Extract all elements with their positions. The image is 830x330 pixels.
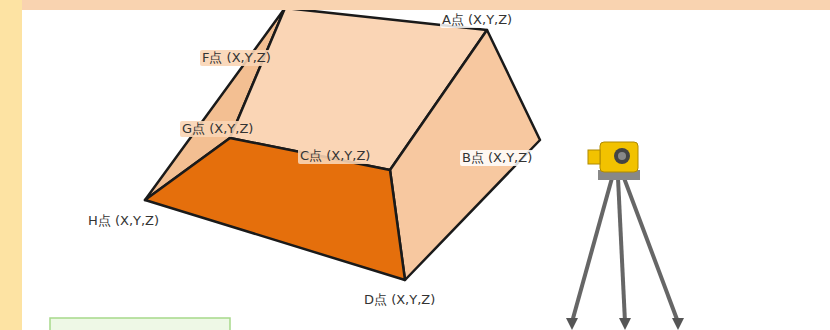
point-label: F点 (X,Y,Z) [200,50,273,66]
point-label: A点 (X,Y,Z) [440,12,514,28]
point-label: B点 (X,Y,Z) [460,150,534,166]
point-label: D点 (X,Y,Z) [362,292,437,308]
total-station [566,142,684,330]
side-strip [0,0,22,330]
prism-solid [145,8,540,280]
top-band [22,0,830,10]
right-face [390,30,540,280]
point-label: C点 (X,Y,Z) [298,148,372,164]
point-label: G点 (X,Y,Z) [180,121,255,137]
green-tab [50,318,230,330]
point-label: H点 (X,Y,Z) [86,213,161,229]
front-face [145,138,405,280]
